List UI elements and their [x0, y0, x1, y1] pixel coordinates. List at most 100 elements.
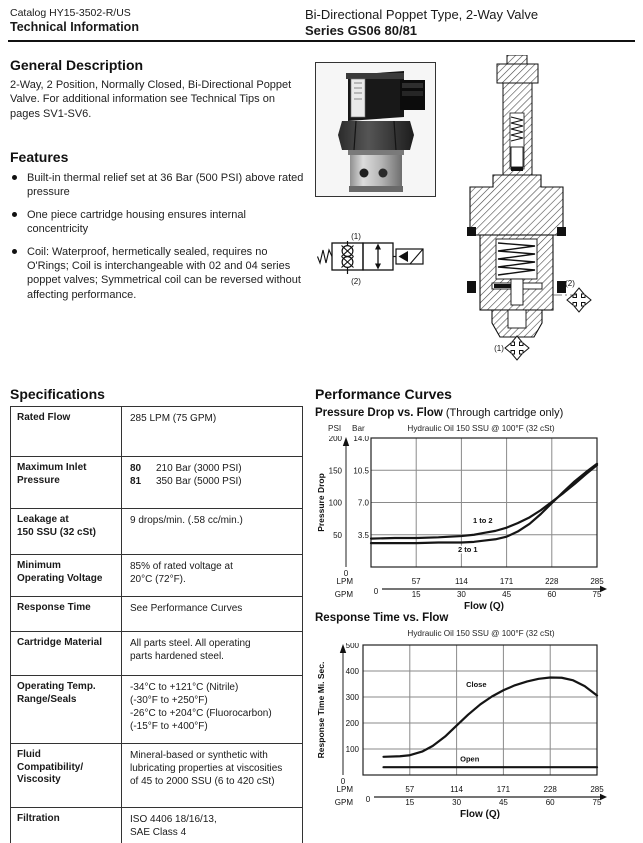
svg-text:285: 285: [590, 577, 604, 586]
spec-value: 85% of rated voltage at 20°C (72°F).: [121, 554, 303, 597]
series-title: Series GS06 80/81: [305, 23, 418, 38]
svg-text:0: 0: [374, 587, 379, 596]
port2-flow-arrows: [566, 287, 592, 313]
svg-text:LPM: LPM: [337, 785, 354, 794]
svg-text:60: 60: [546, 798, 555, 807]
svg-text:Open: Open: [460, 754, 480, 763]
svg-text:0: 0: [341, 777, 346, 786]
svg-text:300: 300: [346, 693, 360, 702]
svg-text:30: 30: [457, 590, 466, 599]
general-description-section: General Description 2-Way, 2 Position, N…: [10, 57, 306, 121]
svg-text:Response Time Mi. Sec.: Response Time Mi. Sec.: [316, 662, 326, 759]
spec-value: 9 drops/min. (.58 cc/min.): [121, 508, 303, 555]
svg-text:Flow (Q): Flow (Q): [460, 809, 500, 820]
general-description-heading: General Description: [10, 57, 144, 73]
spec-row: Operating Temp. Range/Seals-34°C to +121…: [10, 675, 303, 744]
svg-text:15: 15: [405, 798, 414, 807]
feature-item: One piece cartridge housing ensures inte…: [10, 208, 310, 236]
valve-cross-section-drawing: (2) (1): [467, 55, 592, 361]
svg-text:200: 200: [329, 436, 343, 443]
spec-value: ISO 4406 18/16/13, SAE Class 4: [121, 807, 303, 843]
svg-text:285: 285: [590, 785, 604, 794]
feature-text: One piece cartridge housing ensures inte…: [27, 209, 246, 236]
spec-value: -34°C to +121°C (Nitrile) (-30°F to +250…: [121, 675, 303, 744]
cross-section-port1-label: (1): [494, 344, 504, 353]
performance-curves-heading: Performance Curves: [315, 386, 452, 402]
svg-text:14.0: 14.0: [353, 436, 369, 443]
svg-text:10.5: 10.5: [353, 466, 369, 475]
features-list: Built-in thermal relief set at 36 Bar (5…: [10, 171, 310, 302]
svg-text:200: 200: [346, 719, 360, 728]
features-section: Features Built-in thermal relief set at …: [10, 149, 310, 311]
chart1-title-note: (Through cartridge only): [445, 407, 564, 419]
svg-text:1 to 2: 1 to 2: [473, 516, 493, 525]
psi-unit-label: PSI: [328, 424, 342, 433]
svg-text:171: 171: [497, 785, 511, 794]
product-photo: [315, 62, 436, 197]
chart2-subrow: Hydraulic Oil 150 SSU @ 100°F (32 cSt): [315, 629, 643, 640]
specifications-heading: Specifications: [10, 386, 105, 402]
svg-text:150: 150: [329, 466, 343, 475]
header-left: Catalog HY15-3502-R/US Technical Informa…: [10, 7, 139, 34]
svg-text:100: 100: [329, 499, 343, 508]
svg-text:50: 50: [333, 531, 342, 540]
feature-text: Built-in thermal relief set at 36 Bar (5…: [27, 172, 304, 199]
chart1-title: Pressure Drop vs. Flow (Through cartridg…: [315, 407, 563, 419]
feature-text: Coil: Waterproof, hermetically sealed, r…: [27, 246, 301, 301]
series-close: [382, 676, 599, 758]
svg-text:30: 30: [452, 798, 461, 807]
bullet-icon: [12, 175, 17, 180]
spec-label: Cartridge Material: [10, 631, 122, 676]
svg-text:228: 228: [545, 577, 559, 586]
header-right: Bi-Directional Poppet Type, 2-Way Valve …: [305, 7, 538, 38]
svg-text:114: 114: [450, 785, 463, 794]
svg-text:7.0: 7.0: [358, 499, 370, 508]
spec-row: Leakage at 150 SSU (32 cSt)9 drops/min. …: [10, 508, 303, 555]
bullet-icon: [12, 249, 17, 255]
svg-text:100: 100: [346, 745, 360, 754]
svg-text:Flow (Q): Flow (Q): [464, 601, 504, 612]
svg-text:0: 0: [344, 569, 349, 578]
series-2-to-1: [369, 462, 599, 545]
main-spring: [497, 242, 536, 276]
spec-label: Fluid Compatibility/ Viscosity: [10, 743, 122, 808]
svg-text:45: 45: [502, 590, 511, 599]
svg-text:3.5: 3.5: [358, 531, 370, 540]
svg-text:2 to 1: 2 to 1: [458, 545, 478, 554]
features-heading: Features: [10, 149, 69, 165]
svg-text:0: 0: [366, 795, 371, 804]
feature-item: Coil: Waterproof, hermetically sealed, r…: [10, 245, 310, 301]
spec-label: Maximum Inlet Pressure: [10, 456, 122, 509]
svg-text:45: 45: [499, 798, 508, 807]
svg-text:Pressure Drop: Pressure Drop: [316, 473, 326, 532]
pilot-spring: [510, 116, 524, 142]
svg-text:57: 57: [412, 577, 421, 586]
cross-section-port2-label: (2): [565, 279, 575, 288]
spec-label: Minimum Operating Voltage: [10, 554, 122, 597]
spec-label: Operating Temp. Range/Seals: [10, 675, 122, 744]
spring-symbol: [316, 248, 333, 265]
chart2-subtitle: Hydraulic Oil 150 SSU @ 100°F (32 cSt): [407, 629, 555, 638]
doc-type: Technical Information: [10, 20, 139, 34]
svg-text:57: 57: [405, 785, 414, 794]
svg-text:75: 75: [593, 798, 602, 807]
chart2-title-bold: Response Time vs. Flow: [315, 612, 449, 624]
svg-text:171: 171: [500, 577, 514, 586]
svg-text:75: 75: [593, 590, 602, 599]
chart1-subrow: PSI Bar Hydraulic Oil 150 SSU @ 100°F (3…: [315, 424, 643, 435]
svg-text:500: 500: [346, 643, 360, 650]
spec-value: Mineral-based or synthetic with lubricat…: [121, 743, 303, 808]
svg-text:114: 114: [455, 577, 468, 586]
svg-text:228: 228: [544, 785, 558, 794]
chart2-title: Response Time vs. Flow: [315, 612, 448, 624]
feature-item: Built-in thermal relief set at 36 Bar (5…: [10, 171, 310, 199]
